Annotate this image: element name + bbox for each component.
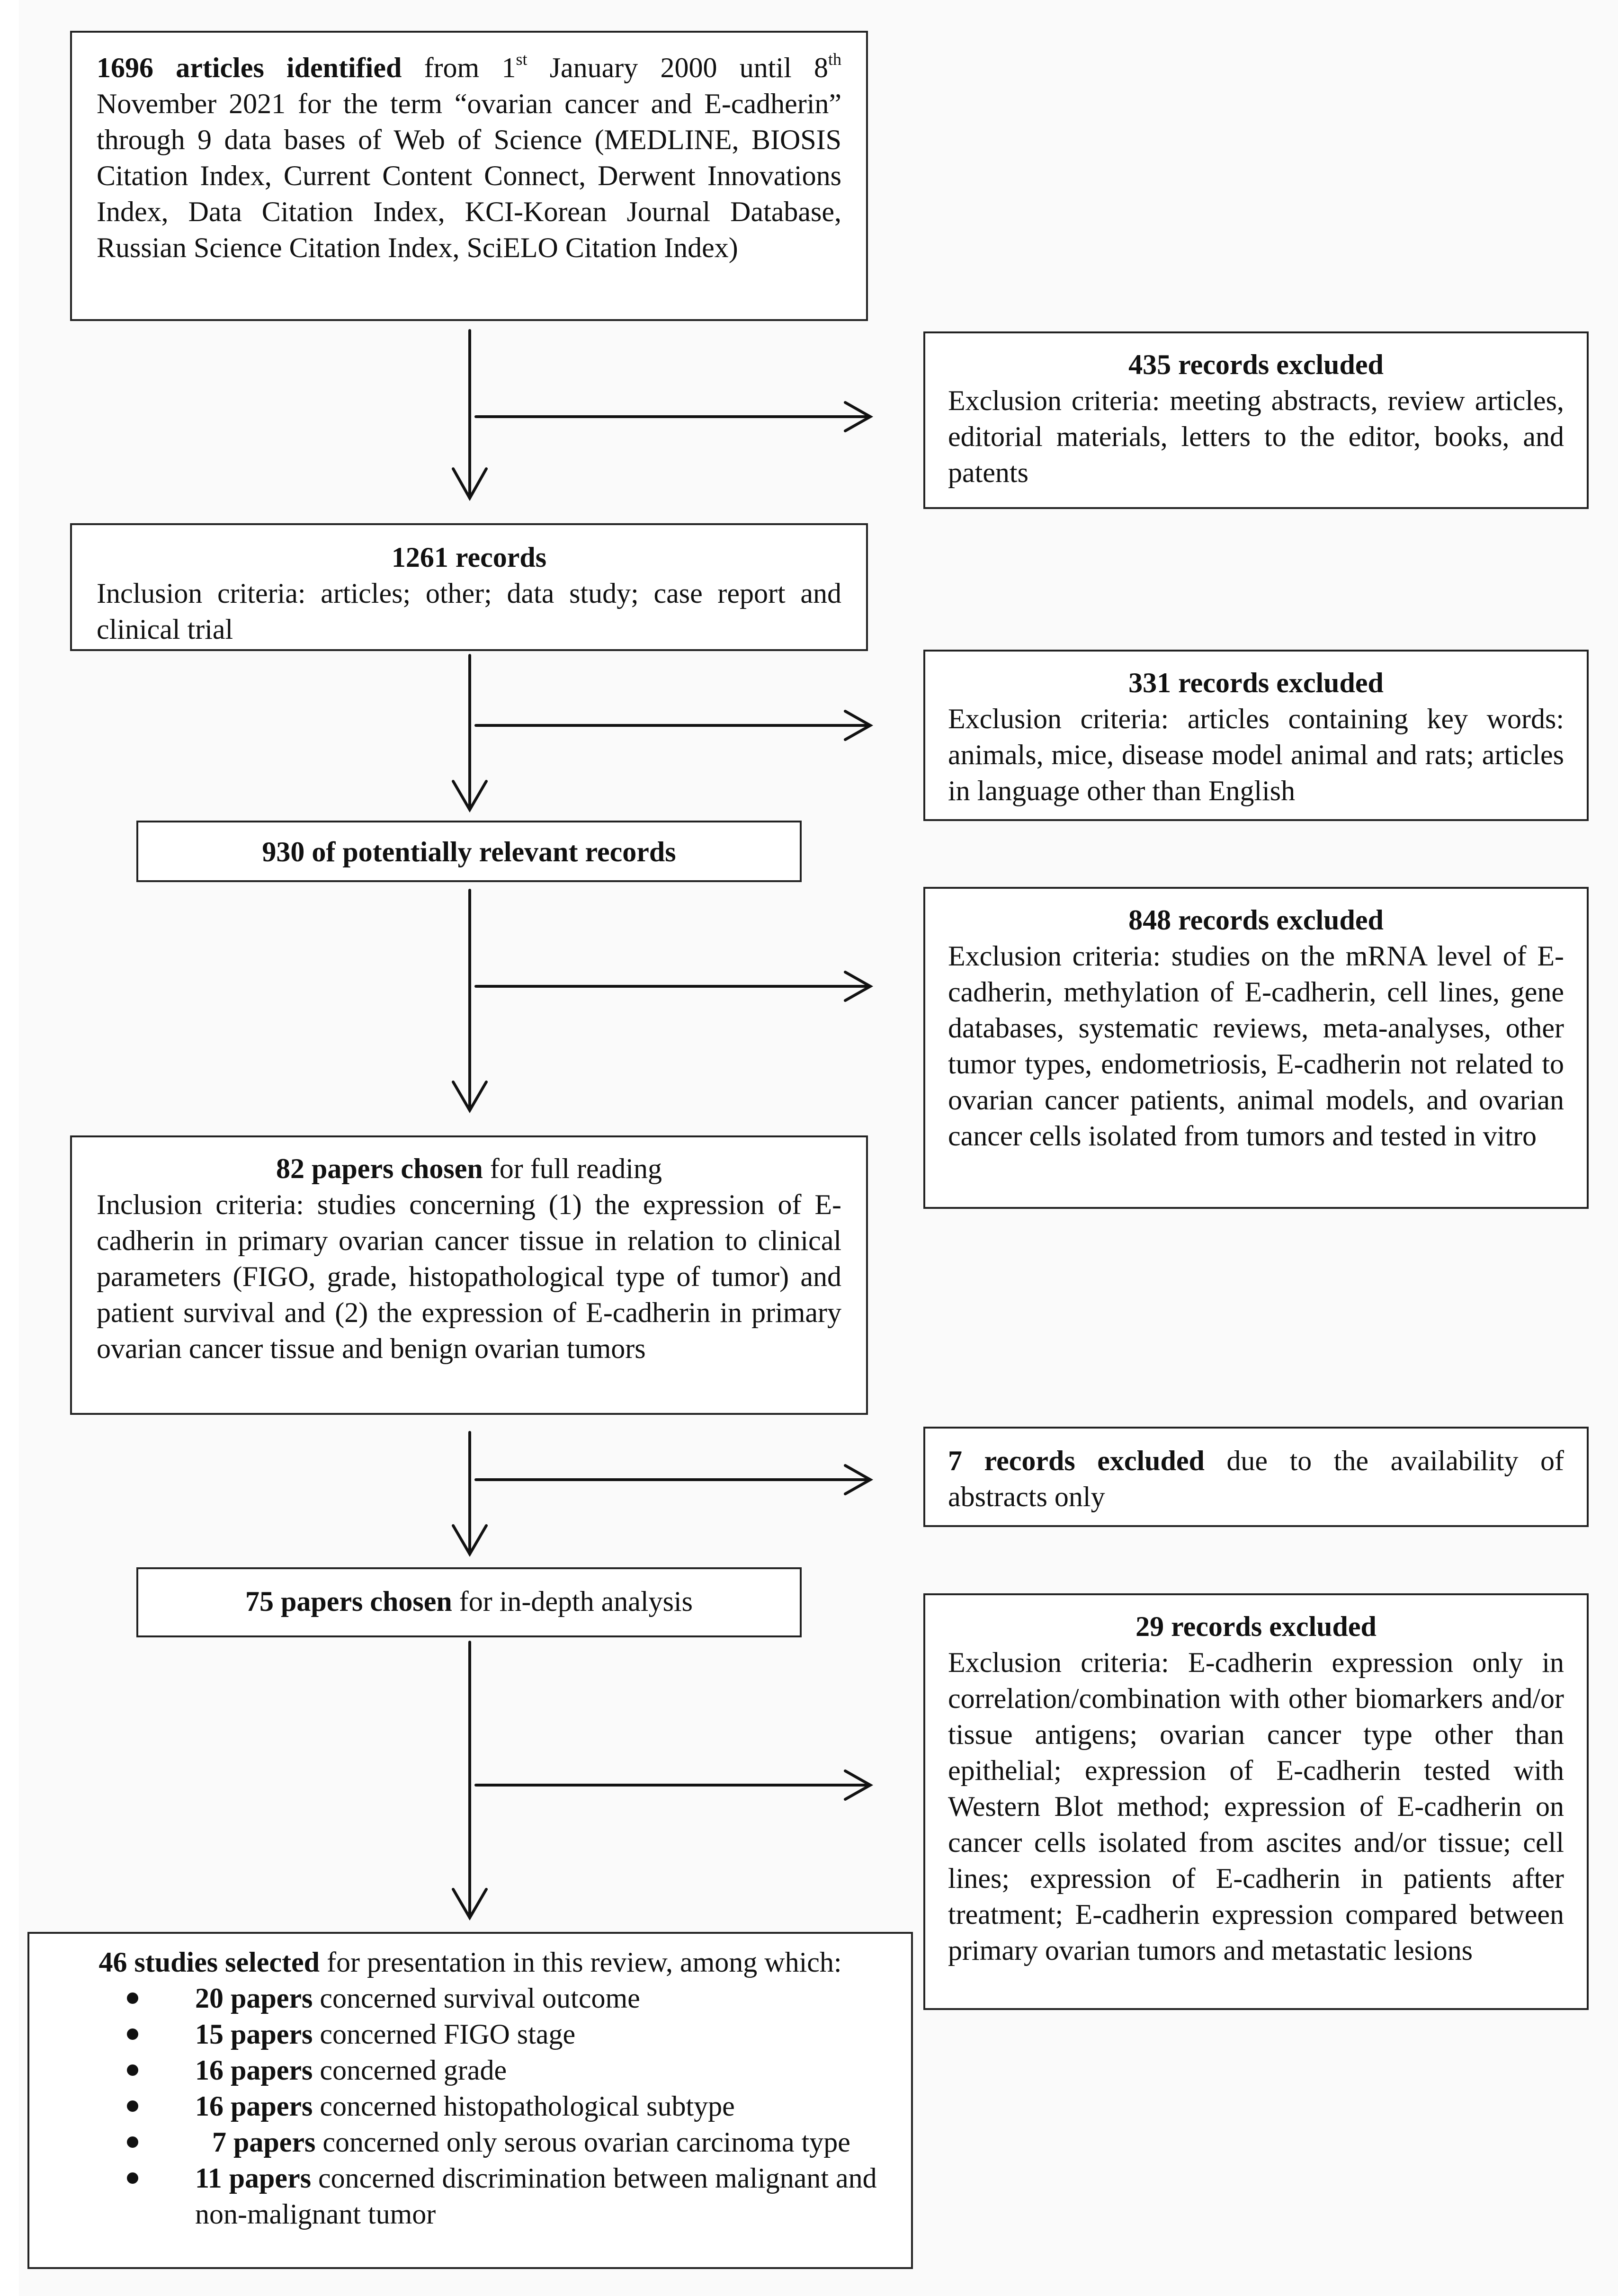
box-75-papers: 75 papers chosen for in-depth analysis xyxy=(136,1567,802,1637)
arrow-right-4 xyxy=(474,1464,874,1495)
bullet-icon xyxy=(127,2064,138,2076)
list-item-count: 15 papers xyxy=(195,2019,313,2050)
excluded-7-count: 7 records excluded xyxy=(948,1445,1205,1476)
arrow-right-5 xyxy=(474,1769,874,1801)
list-item-topic: concerned FIGO stage xyxy=(313,2019,576,2050)
studies-46-heading: 46 studies selected for presentation in … xyxy=(58,1944,883,1980)
list-item-topic: concerned only serous ovarian carcinoma … xyxy=(315,2126,850,2158)
bullet-icon xyxy=(127,1992,138,2004)
excluded-435-criteria: Exclusion criteria: meeting abstracts, r… xyxy=(948,385,1564,488)
list-item-count: 16 papers xyxy=(195,2091,313,2122)
box-excluded-7: 7 records excluded due to the availabili… xyxy=(923,1427,1589,1527)
excluded-7-reason: due to the availability of abstracts onl… xyxy=(948,1445,1564,1512)
list-item: 11 papers concerned discrimination betwe… xyxy=(58,2160,883,2232)
excluded-29-criteria: Exclusion criteria: E-cadherin expressio… xyxy=(948,1647,1564,1966)
box-930-records: 930 of potentially relevant records xyxy=(136,821,802,882)
excluded-435-heading: 435 records excluded xyxy=(1128,349,1384,380)
papers-75-purpose: for in-depth analysis xyxy=(452,1586,693,1617)
box-82-papers: 82 papers chosen for full reading Inclus… xyxy=(70,1135,868,1415)
identified-count: 1696 articles identified xyxy=(97,52,402,83)
excluded-331-heading: 331 records excluded xyxy=(1128,667,1384,698)
arrow-down-2 xyxy=(452,654,488,813)
identified-sup-2: th xyxy=(828,50,841,69)
list-item-count: 16 papers xyxy=(195,2055,313,2086)
list-item: 7 papers concerned only serous ovarian c… xyxy=(58,2124,883,2160)
arrow-right-1 xyxy=(474,401,874,432)
box-articles-identified: 1696 articles identified from 1st Januar… xyxy=(70,31,868,321)
papers-82-purpose: for full reading xyxy=(483,1153,662,1184)
list-item-count: 11 papers xyxy=(195,2162,312,2194)
box-excluded-435: 435 records excluded Exclusion criteria:… xyxy=(923,331,1589,509)
papers-75-count: 75 papers chosen xyxy=(245,1586,452,1617)
records-1261-heading: 1261 records xyxy=(391,542,547,573)
studies-46-count: 46 studies selected xyxy=(98,1947,320,1978)
records-930-heading: 930 of potentially relevant records xyxy=(262,836,676,867)
identified-sup-1: st xyxy=(516,50,527,69)
list-item: 16 papers concerned grade xyxy=(58,2052,883,2088)
box-1261-records: 1261 records Inclusion criteria: article… xyxy=(70,523,868,651)
identified-text-3: November 2021 for the term “ovarian canc… xyxy=(97,88,841,263)
list-item: 16 papers concerned histopathological su… xyxy=(58,2088,883,2124)
papers-82-heading: 82 papers chosen for full reading xyxy=(97,1151,841,1187)
box-46-studies: 46 studies selected for presentation in … xyxy=(27,1932,913,2269)
arrow-down-5 xyxy=(452,1641,488,1921)
records-1261-criteria: Inclusion criteria: articles; other; dat… xyxy=(97,578,841,645)
papers-82-criteria: Inclusion criteria: studies concerning (… xyxy=(97,1189,841,1364)
list-item-topic: concerned grade xyxy=(313,2055,507,2086)
bullet-icon xyxy=(127,2100,138,2112)
papers-82-count: 82 papers chosen xyxy=(276,1153,483,1184)
studies-46-intro: for presentation in this review, among w… xyxy=(320,1947,842,1978)
excluded-848-heading: 848 records excluded xyxy=(1128,904,1384,936)
bullet-icon xyxy=(127,2172,138,2184)
box-excluded-331: 331 records excluded Exclusion criteria:… xyxy=(923,650,1589,821)
arrow-right-3 xyxy=(474,971,874,1002)
bullet-icon xyxy=(127,2028,138,2040)
arrow-down-3 xyxy=(452,889,488,1113)
list-item-topic: concerned histopathological subtype xyxy=(313,2091,735,2122)
box-excluded-848: 848 records excluded Exclusion criteria:… xyxy=(923,887,1589,1209)
list-item-topic: concerned discrimination between maligna… xyxy=(195,2162,877,2230)
arrow-right-2 xyxy=(474,710,874,741)
excluded-29-heading: 29 records excluded xyxy=(1135,1611,1377,1642)
list-item-topic: concerned survival outcome xyxy=(313,1983,640,2014)
excluded-331-criteria: Exclusion criteria: articles containing … xyxy=(948,703,1564,806)
identified-text-1: from 1 xyxy=(402,52,516,83)
excluded-848-criteria: Exclusion criteria: studies on the mRNA … xyxy=(948,940,1564,1152)
list-item-count: 7 papers xyxy=(212,2126,316,2158)
studies-breakdown-list: 20 papers concerned survival outcome 15 … xyxy=(58,1980,883,2232)
identified-text-2: January 2000 until 8 xyxy=(527,52,828,83)
list-item: 15 papers concerned FIGO stage xyxy=(58,2016,883,2052)
list-item: 20 papers concerned survival outcome xyxy=(58,1980,883,2016)
box-excluded-29: 29 records excluded Exclusion criteria: … xyxy=(923,1593,1589,2010)
arrow-down-4 xyxy=(452,1431,488,1557)
arrow-down-1 xyxy=(452,329,488,501)
bullet-icon xyxy=(127,2136,138,2148)
list-item-count: 20 papers xyxy=(195,1983,313,2014)
